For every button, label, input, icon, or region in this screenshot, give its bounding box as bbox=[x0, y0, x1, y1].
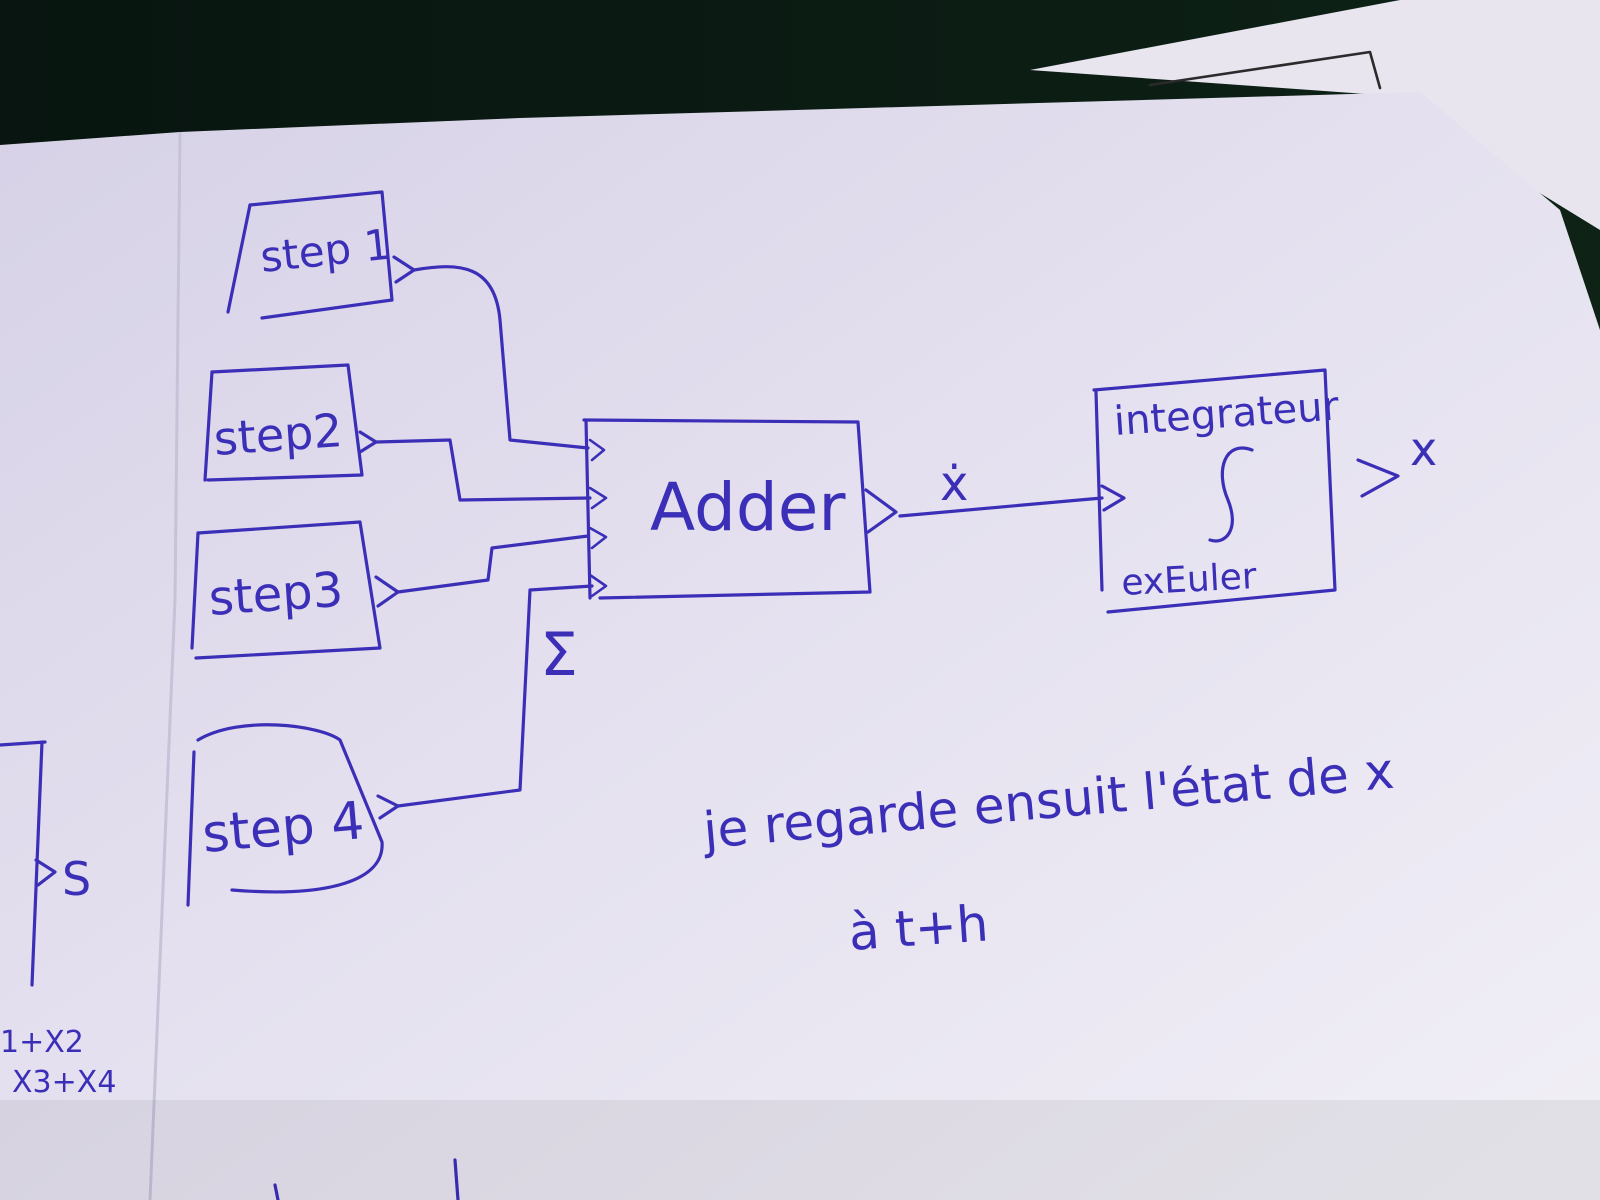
fragment-sum-line2: X3+X4 bbox=[12, 1065, 116, 1100]
integrator-bottom-label: exEuler bbox=[1120, 556, 1257, 604]
stray-mark-1 bbox=[273, 1183, 280, 1200]
left-page-fragment: S 1+X2 X3+X4 bbox=[0, 740, 116, 1100]
fragment-block-edge bbox=[30, 740, 44, 987]
step4-left-edge bbox=[186, 750, 196, 907]
step1-left-edge bbox=[226, 203, 252, 314]
integrator-input-port bbox=[1100, 484, 1126, 512]
note-line2: à t+h bbox=[847, 894, 990, 962]
integrator-output-port bbox=[1356, 458, 1400, 498]
adder-outline bbox=[582, 418, 872, 600]
integral-sign-icon bbox=[1208, 446, 1254, 543]
adder-input-port-1 bbox=[588, 438, 606, 462]
step1-outline bbox=[248, 190, 394, 320]
paper-sheet bbox=[0, 92, 1600, 1200]
fragment-block-top bbox=[0, 740, 47, 747]
step4-label: step 4 bbox=[200, 791, 367, 865]
x-dot-label: ẋ bbox=[940, 456, 968, 512]
step4-block: step 4 bbox=[186, 723, 400, 907]
step3-block: step3 bbox=[190, 520, 400, 660]
adder-input-port-4 bbox=[588, 573, 608, 598]
back-sheet-sketch bbox=[1148, 50, 1382, 90]
stray-mark-2 bbox=[453, 1158, 460, 1200]
sum-symbol: Σ bbox=[540, 620, 578, 690]
fragment-sum-line1: 1+X2 bbox=[0, 1025, 84, 1060]
step2-left-edge bbox=[203, 370, 214, 482]
integrator-left-edge bbox=[1094, 390, 1104, 592]
adder-left-edge bbox=[584, 418, 592, 600]
wire-step1-adder bbox=[412, 265, 590, 450]
integrator-outline bbox=[1092, 368, 1337, 614]
wire-adder-integrator bbox=[898, 496, 1104, 518]
adder-input-port-3 bbox=[588, 526, 608, 550]
x-output-label: x bbox=[1410, 422, 1437, 476]
step3-outline bbox=[194, 520, 382, 660]
adder-label: Adder bbox=[650, 469, 846, 546]
paper-fold bbox=[148, 131, 182, 1200]
adder-output-port bbox=[864, 488, 898, 534]
step3-label: step3 bbox=[207, 562, 345, 627]
shadow-bottom bbox=[0, 1100, 1600, 1200]
fragment-output-port bbox=[34, 858, 57, 887]
wire-step4-adder bbox=[396, 584, 594, 808]
fragment-output-label: S bbox=[62, 852, 91, 906]
back-sheet bbox=[1030, 0, 1600, 230]
step2-outline bbox=[206, 363, 364, 482]
adder-input-port-2 bbox=[588, 486, 608, 510]
step4-outline bbox=[196, 723, 384, 894]
step2-block: step2 bbox=[203, 363, 378, 482]
step2-label: step2 bbox=[212, 403, 344, 466]
adder-block: Adder bbox=[582, 418, 898, 600]
step3-left-edge bbox=[190, 531, 200, 650]
wire-step3-adder bbox=[396, 534, 590, 594]
wire-step2-adder bbox=[374, 438, 592, 502]
